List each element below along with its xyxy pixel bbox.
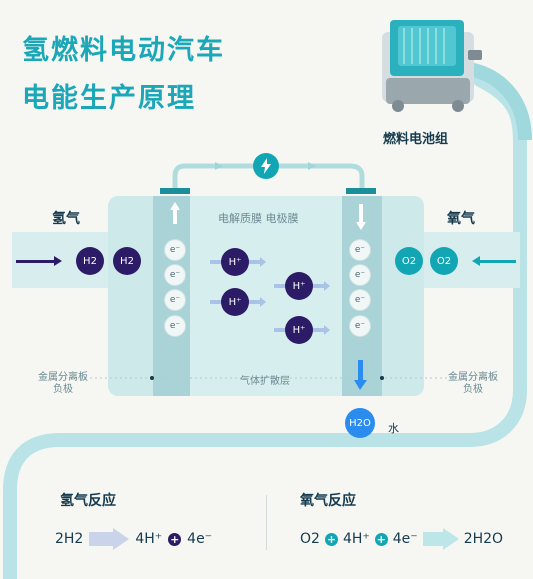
right-plate-label: 金属分离板负极 — [448, 372, 498, 395]
divider — [266, 495, 267, 550]
h2-molecule: H2 — [113, 247, 141, 275]
electron: e⁻ — [350, 316, 370, 336]
electron: e⁻ — [165, 265, 185, 285]
left-plate-label: 金属分离板负极 — [38, 372, 88, 395]
title-line-2: 电能生产原理 — [22, 83, 196, 114]
membrane-label: 电解质膜 电极膜 — [218, 212, 299, 225]
title-line-1: 氢燃料电动汽车 — [22, 35, 225, 66]
h-plus-ion: H⁺ — [221, 248, 249, 276]
h2o-molecule: H2O — [345, 408, 375, 438]
oxygen-equation: O2 + 4H⁺ + 4e⁻ 2H2O — [300, 528, 503, 550]
h-plus-ion: H⁺ — [285, 272, 313, 300]
fuel-cell-stack-image — [382, 20, 482, 112]
lightning-icon — [253, 153, 279, 179]
electron: e⁻ — [350, 265, 370, 285]
reaction-arrow-icon — [422, 528, 459, 550]
oxygen-label: 氧气 — [447, 211, 475, 227]
plus-icon: + — [374, 532, 388, 546]
h2-molecule: H2 — [76, 247, 104, 275]
fuel-cell-diagram — [12, 162, 520, 396]
electron: e⁻ — [350, 290, 370, 310]
electron: e⁻ — [165, 290, 185, 310]
water-label: 水 — [388, 422, 399, 435]
plus-icon: + — [324, 532, 338, 546]
electron: e⁻ — [165, 316, 185, 336]
oxygen-reaction-title: 氧气反应 — [300, 493, 356, 509]
reaction-arrow-icon — [89, 528, 130, 550]
hydrogen-reaction-title: 氢气反应 — [60, 493, 116, 509]
hydrogen-label: 氢气 — [52, 211, 80, 227]
electron: e⁻ — [165, 240, 185, 260]
o2-molecule: O2 — [395, 247, 423, 275]
diffusion-layer-label: 气体扩散层 — [240, 376, 290, 387]
hydrogen-equation: 2H2 4H⁺ + 4e⁻ — [55, 528, 212, 550]
o2-molecule: O2 — [430, 247, 458, 275]
electron: e⁻ — [350, 240, 370, 260]
h-plus-ion: H⁺ — [221, 288, 249, 316]
plus-icon: + — [168, 532, 182, 546]
fuel-cell-stack-label: 燃料电池组 — [383, 132, 449, 147]
h-plus-ion: H⁺ — [285, 316, 313, 344]
